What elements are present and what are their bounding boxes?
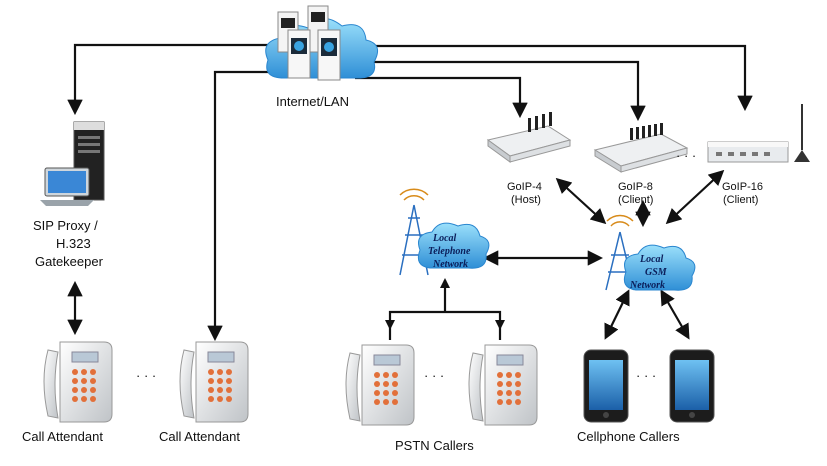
link-internet-goip16: [355, 44, 753, 112]
cellphone-callers-label: Cellphone Callers: [577, 429, 680, 444]
desk-phone-icon: [468, 344, 538, 426]
sip-label-line2: H.323: [56, 236, 91, 251]
goip8-role: (Client): [618, 194, 653, 206]
goip4-role: (Host): [511, 194, 541, 206]
desk-phones: [43, 341, 538, 426]
link-goip16-gsm: [665, 169, 725, 225]
cell-ellipsis: · · ·: [636, 368, 656, 383]
desk-phone-icon: [345, 344, 415, 426]
call-attendant-label-1: Call Attendant: [22, 429, 103, 444]
desk-phone-icon: [43, 341, 113, 423]
goip16-device-icon: [707, 104, 810, 163]
cellphone-icon: [583, 349, 629, 423]
goip8-device-icon: [593, 123, 689, 173]
link-pstn-bar: [388, 310, 502, 340]
attendant-ellipsis: · · ·: [136, 368, 156, 383]
link-internet-goip4: [355, 76, 528, 119]
sip-label-line3: Gatekeeper: [35, 254, 104, 269]
link-internet-sip: [67, 43, 300, 116]
internet-cloud: [265, 5, 379, 81]
gsm-network-cloud: Local GSM Network: [605, 214, 696, 291]
server-icon: [277, 5, 341, 81]
pstn-callers-label: PSTN Callers: [395, 438, 474, 453]
goip4-name: GoIP-4: [507, 181, 542, 193]
goip-ellipsis: · · ·: [676, 148, 696, 163]
gsm-line3: Network: [629, 280, 665, 291]
link-gsm-cell2: [660, 289, 690, 340]
call-attendant-label-2: Call Attendant: [159, 429, 240, 444]
desk-phone-icon: [179, 341, 249, 423]
telephone-network-cloud: Local Telephone Network: [399, 188, 490, 276]
link-internet-attendant2: [207, 70, 300, 342]
link-gsm-cell1: [604, 289, 630, 340]
link-goip4-gsm: [555, 177, 607, 225]
sip-server-icon: [40, 121, 105, 206]
link-internet-goip8: [355, 60, 646, 122]
gsm-line1: Local: [639, 254, 664, 265]
internet-label: Internet/LAN: [276, 94, 349, 109]
telnet-line1: Local: [432, 233, 457, 244]
cellphone-icon: [669, 349, 715, 423]
goip8-name: GoIP-8: [618, 181, 653, 193]
goip16-role: (Client): [723, 194, 758, 206]
goip16-name: GoIP-16: [722, 181, 763, 193]
sip-label-line1: SIP Proxy /: [33, 218, 98, 233]
telnet-line3: Network: [432, 259, 468, 270]
telnet-line2: Telephone: [428, 246, 471, 257]
pstn-ellipsis: · · ·: [424, 368, 444, 383]
goip4-device-icon: [486, 112, 572, 163]
gsm-line2: GSM: [645, 267, 668, 278]
